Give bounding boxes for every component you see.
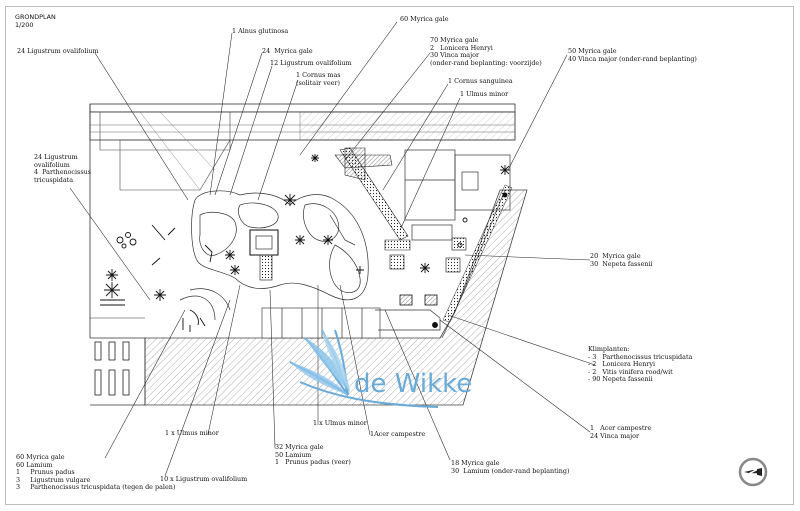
tree-planters (399, 294, 438, 306)
label-line: 3 Parthenocissus tricuspidata (tegen de … (16, 483, 176, 492)
label-line: 40 Vinca major (onder-rand beplanting) (568, 54, 697, 63)
label-klimplanten: Klimplanten:- 3 Parthenocissus tricuspid… (588, 345, 693, 384)
site-boundary (89, 104, 146, 406)
label-line: 30 Vinca major (430, 51, 479, 60)
label-line: (onder-rand beplanting: voorzijde) (430, 58, 542, 67)
label-line: 18 Myrica gale (451, 459, 500, 467)
label-line: 1Acer campestre (370, 430, 426, 438)
label-myrica-24: 24 Myrica gale (262, 47, 313, 56)
label-line: 1 x Ulmus minor (313, 419, 367, 427)
label-line: 60 Myrica gale (400, 15, 449, 23)
label-line: - 2 Lonicera Henryi (588, 360, 656, 369)
label-alnus-glutinosa: 1 Alnus glutinosa (232, 27, 289, 36)
north-label: N (746, 467, 759, 476)
label-line: 30 Lamium (onder-rand beplanting) (451, 466, 570, 475)
label-line: 60 Myrica gale (16, 453, 65, 461)
label-line: 24 Myrica gale (262, 47, 313, 55)
label-line: 50 Myrica gale (568, 47, 617, 55)
label-line: 1 Acer campestre (590, 424, 652, 432)
trees-and-furniture (100, 154, 510, 332)
drawing-frame (5, 6, 794, 505)
label-acer-campestre-mid: 1Acer campestre (370, 430, 426, 439)
label-line: 1 Ulmus minor (460, 90, 509, 98)
label-line: 3 Ligustrum vulgare (16, 475, 91, 484)
label-line: - 2 Vitis vinifera rood/wit (588, 367, 673, 376)
label-ligustrum-12: 12 Ligustrum ovalifolium (270, 59, 352, 68)
label-line: 24 Ligustrum (34, 153, 78, 161)
label-ulmus-minor-top: 1 Ulmus minor (460, 90, 509, 99)
label-line: 70 Myrica gale (430, 36, 479, 44)
label-line: 1 Cornus sanguinea (448, 77, 513, 85)
label-ligustrum-top-left: 24 Ligustrum ovalifolium (17, 47, 99, 56)
label-line: 50 Lamium (275, 450, 312, 459)
raised-bed-center (334, 147, 411, 251)
label-line: 4 Parthenocissus (34, 168, 92, 177)
drawing-scale: 1/200 (15, 21, 34, 29)
label-line: - 3 Parthenocissus tricuspidata (588, 352, 693, 361)
label-line: 24 Ligustrum ovalifolium (17, 47, 99, 55)
label-line: 1 Cornus mas (296, 71, 341, 79)
label-line: 10 x Ligustrum ovalifolium (160, 475, 248, 483)
label-line: ovalifolium (34, 160, 70, 169)
label-line: 32 Myrica gale (275, 443, 324, 451)
right-building (389, 149, 511, 273)
label-ulmus-minor-left: 1 x Ulmus minor (165, 429, 219, 438)
label-line: 1 x Ulmus minor (165, 429, 219, 437)
dotted-planting-band (442, 184, 513, 323)
north-arrow: N (738, 457, 768, 487)
label-line: tricuspidata (34, 175, 74, 184)
label-line: 20 Myrica gale (590, 252, 641, 260)
label-line: 30 Nepeta fassenii (590, 259, 653, 268)
label-line: (solitair veer) (296, 78, 340, 87)
annotation-leaders (69, 21, 596, 477)
de-wikke-logo: de Wikke (289, 329, 472, 408)
label-line: 1 Alnus glutinosa (232, 27, 289, 35)
label-line: 24 Vinca major (590, 431, 639, 440)
label-cornus-mas: 1 Cornus mas(solitair veer) (296, 71, 341, 87)
logo-wordmark: de Wikke (354, 369, 472, 399)
parking-bays (94, 341, 130, 396)
label-line: 12 Ligustrum ovalifolium (270, 59, 352, 67)
drawing-title-block: GRONDPLAN 1/200 (15, 13, 56, 29)
label-myrica-60-top: 60 Myrica gale (400, 15, 449, 24)
label-ulmus-minor-mid: 1 x Ulmus minor (313, 419, 367, 428)
label-line: Klimplanten: (588, 345, 630, 353)
label-line: 60 Lamium (16, 460, 53, 469)
garden-layout (179, 190, 441, 339)
label-cornus-sanguinea: 1 Cornus sanguinea (448, 77, 513, 86)
label-ligustrum-10: 10 x Ligustrum ovalifolium (160, 475, 248, 484)
label-line: 1 Prunus padus (veer) (275, 458, 351, 467)
label-line: 1 Prunus padus (16, 468, 75, 477)
drawing-title: GRONDPLAN (15, 13, 56, 21)
label-line: 2 Lonicera Henryi (430, 43, 493, 52)
label-line: - 90 Nepeta fassenii (588, 375, 653, 384)
